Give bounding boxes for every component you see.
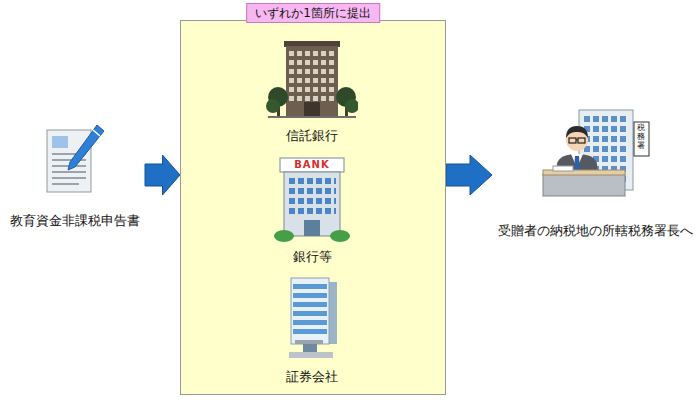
sign-text: BANK bbox=[280, 158, 344, 172]
node-item: BANK 銀行等 bbox=[247, 156, 377, 266]
panel-heading: いずれか1箇所に提出 bbox=[246, 3, 380, 23]
group-panel: いずれか1箇所に提出 信託銀行 BANK銀行等 証券会社 bbox=[180, 20, 446, 395]
icon-wrap bbox=[279, 274, 345, 362]
node-label: 信託銀行 bbox=[247, 127, 377, 145]
icon-wrap bbox=[266, 39, 358, 123]
node-label: 銀行等 bbox=[247, 248, 377, 266]
node-item: 証券会社 bbox=[247, 274, 377, 386]
trust-bank-icon bbox=[266, 39, 358, 123]
node-item: 税務署受贈者の納税地の所轄税務署長へ bbox=[492, 108, 698, 240]
node-label: 証券会社 bbox=[247, 368, 377, 386]
document-icon bbox=[43, 122, 107, 198]
node-item: 信託銀行 bbox=[247, 39, 377, 145]
flow-arrow bbox=[446, 155, 492, 195]
icon-wrap bbox=[43, 122, 107, 198]
tax-office-icon bbox=[539, 108, 651, 200]
node-label: 受贈者の納税地の所轄税務署長へ bbox=[492, 222, 698, 240]
securities-building-icon bbox=[279, 274, 345, 362]
sign-text: 税務署 bbox=[637, 124, 645, 150]
icon-wrap: BANK bbox=[274, 156, 350, 244]
flow-arrow bbox=[145, 155, 180, 195]
node-item: 教育資金非課税申告書 bbox=[5, 122, 145, 230]
node-label: 教育資金非課税申告書 bbox=[5, 212, 145, 230]
icon-wrap: 税務署 bbox=[539, 108, 651, 200]
